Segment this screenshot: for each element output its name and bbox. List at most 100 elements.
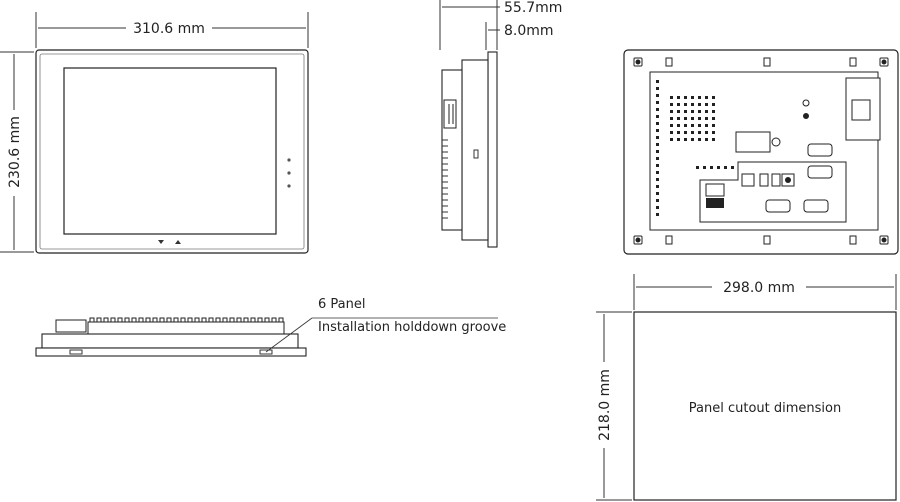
- marker-up-icon: [175, 240, 181, 244]
- vent-hole: [684, 110, 687, 113]
- vent-hole: [677, 96, 680, 99]
- marker-down-icon: [158, 240, 164, 244]
- holddown-groove-left: [69, 349, 83, 355]
- vent-hole: [656, 206, 659, 209]
- vent-hole: [691, 110, 694, 113]
- side-bezel: [487, 51, 498, 248]
- vent-hole: [712, 110, 715, 113]
- vent-hole: [670, 124, 673, 127]
- rear-view: [623, 49, 899, 255]
- vent-hole: [712, 96, 715, 99]
- vent-hole: [656, 150, 659, 153]
- vent-hole: [656, 94, 659, 97]
- vent-hole: [705, 110, 708, 113]
- vent-hole: [691, 138, 694, 141]
- vent-hole: [712, 131, 715, 134]
- vent-hole: [656, 192, 659, 195]
- vent-hole: [698, 103, 701, 106]
- vent-hole: [698, 131, 701, 134]
- side-depth-label: 55.7mm: [504, 0, 562, 16]
- vent-hole: [656, 185, 659, 188]
- cutout-rectangle: [633, 311, 897, 501]
- vent-hole: [705, 117, 708, 120]
- vent-hole: [677, 103, 680, 106]
- vent-hole: [712, 138, 715, 141]
- vent-hole: [677, 110, 680, 113]
- vent-hole: [691, 96, 694, 99]
- vent-hole: [677, 124, 680, 127]
- vent-hole: [656, 108, 659, 111]
- vent-hole: [656, 80, 659, 83]
- vent-hole: [670, 96, 673, 99]
- vent-hole: [684, 138, 687, 141]
- vent-hole: [677, 117, 680, 120]
- callout-text: Installation holddown groove: [318, 320, 506, 335]
- vent-hole: [670, 117, 673, 120]
- vent-hole: [705, 103, 708, 106]
- bottom-housing: [41, 333, 299, 349]
- vent-hole: [705, 131, 708, 134]
- vent-hole: [691, 103, 694, 106]
- vent-hole: [656, 115, 659, 118]
- vent-hole: [703, 166, 706, 169]
- front-height-label: 230.6 mm: [7, 116, 23, 188]
- vent-hole: [656, 171, 659, 174]
- vent-hole: [712, 103, 715, 106]
- vent-hole: [724, 166, 727, 169]
- front-bezel: [35, 49, 309, 254]
- vent-hole: [710, 166, 713, 169]
- vent-hole: [717, 166, 720, 169]
- vent-hole: [691, 124, 694, 127]
- vent-hole: [712, 117, 715, 120]
- vent-hole: [656, 143, 659, 146]
- vent-hole: [691, 117, 694, 120]
- vent-hole: [731, 166, 734, 169]
- vent-hole: [684, 96, 687, 99]
- panel-cutout: 298.0 mm 218.0 mm Panel cutout dimension: [596, 274, 897, 501]
- cutout-width-label: 298.0 mm: [723, 280, 795, 296]
- vent-hole: [670, 131, 673, 134]
- cutout-center-label: Panel cutout dimension: [689, 401, 841, 416]
- front-view: 310.6 mm 230.6 mm: [0, 12, 309, 254]
- vent-hole: [684, 124, 687, 127]
- vent-hole: [698, 117, 701, 120]
- side-housing: [461, 59, 489, 241]
- led-2-icon: [287, 171, 291, 175]
- vent-hole: [656, 213, 659, 216]
- vent-hole: [684, 117, 687, 120]
- vent-hole: [656, 199, 659, 202]
- side-bezel-label: 8.0mm: [504, 23, 554, 39]
- bottom-view: 6 Panel Installation holddown groove: [35, 297, 506, 357]
- vent-hole: [698, 124, 701, 127]
- vent-hole: [698, 96, 701, 99]
- vent-hole: [698, 110, 701, 113]
- vent-hole: [656, 178, 659, 181]
- vent-hole: [698, 138, 701, 141]
- vent-hole: [684, 131, 687, 134]
- side-view: 55.7mm 8.0mm: [439, 0, 562, 248]
- vent-hole: [656, 122, 659, 125]
- vent-hole: [656, 136, 659, 139]
- vent-hole: [656, 129, 659, 132]
- vent-hole: [670, 138, 673, 141]
- bottom-bezel: [35, 347, 307, 357]
- vent-hole: [656, 157, 659, 160]
- vent-hole: [705, 96, 708, 99]
- front-screen: [63, 67, 277, 235]
- vent-hole: [656, 164, 659, 167]
- vent-hole: [670, 103, 673, 106]
- holddown-groove-right: [259, 349, 273, 355]
- vent-hole: [670, 110, 673, 113]
- led-1-icon: [287, 158, 291, 162]
- vent-hole: [705, 124, 708, 127]
- vent-hole: [656, 87, 659, 90]
- vent-hole: [684, 103, 687, 106]
- front-width-label: 310.6 mm: [133, 21, 205, 37]
- vent-hole: [677, 131, 680, 134]
- vent-hole: [705, 138, 708, 141]
- callout-title: 6 Panel: [318, 297, 365, 312]
- led-3-icon: [287, 184, 291, 188]
- vent-hole: [691, 131, 694, 134]
- vent-hole: [696, 166, 699, 169]
